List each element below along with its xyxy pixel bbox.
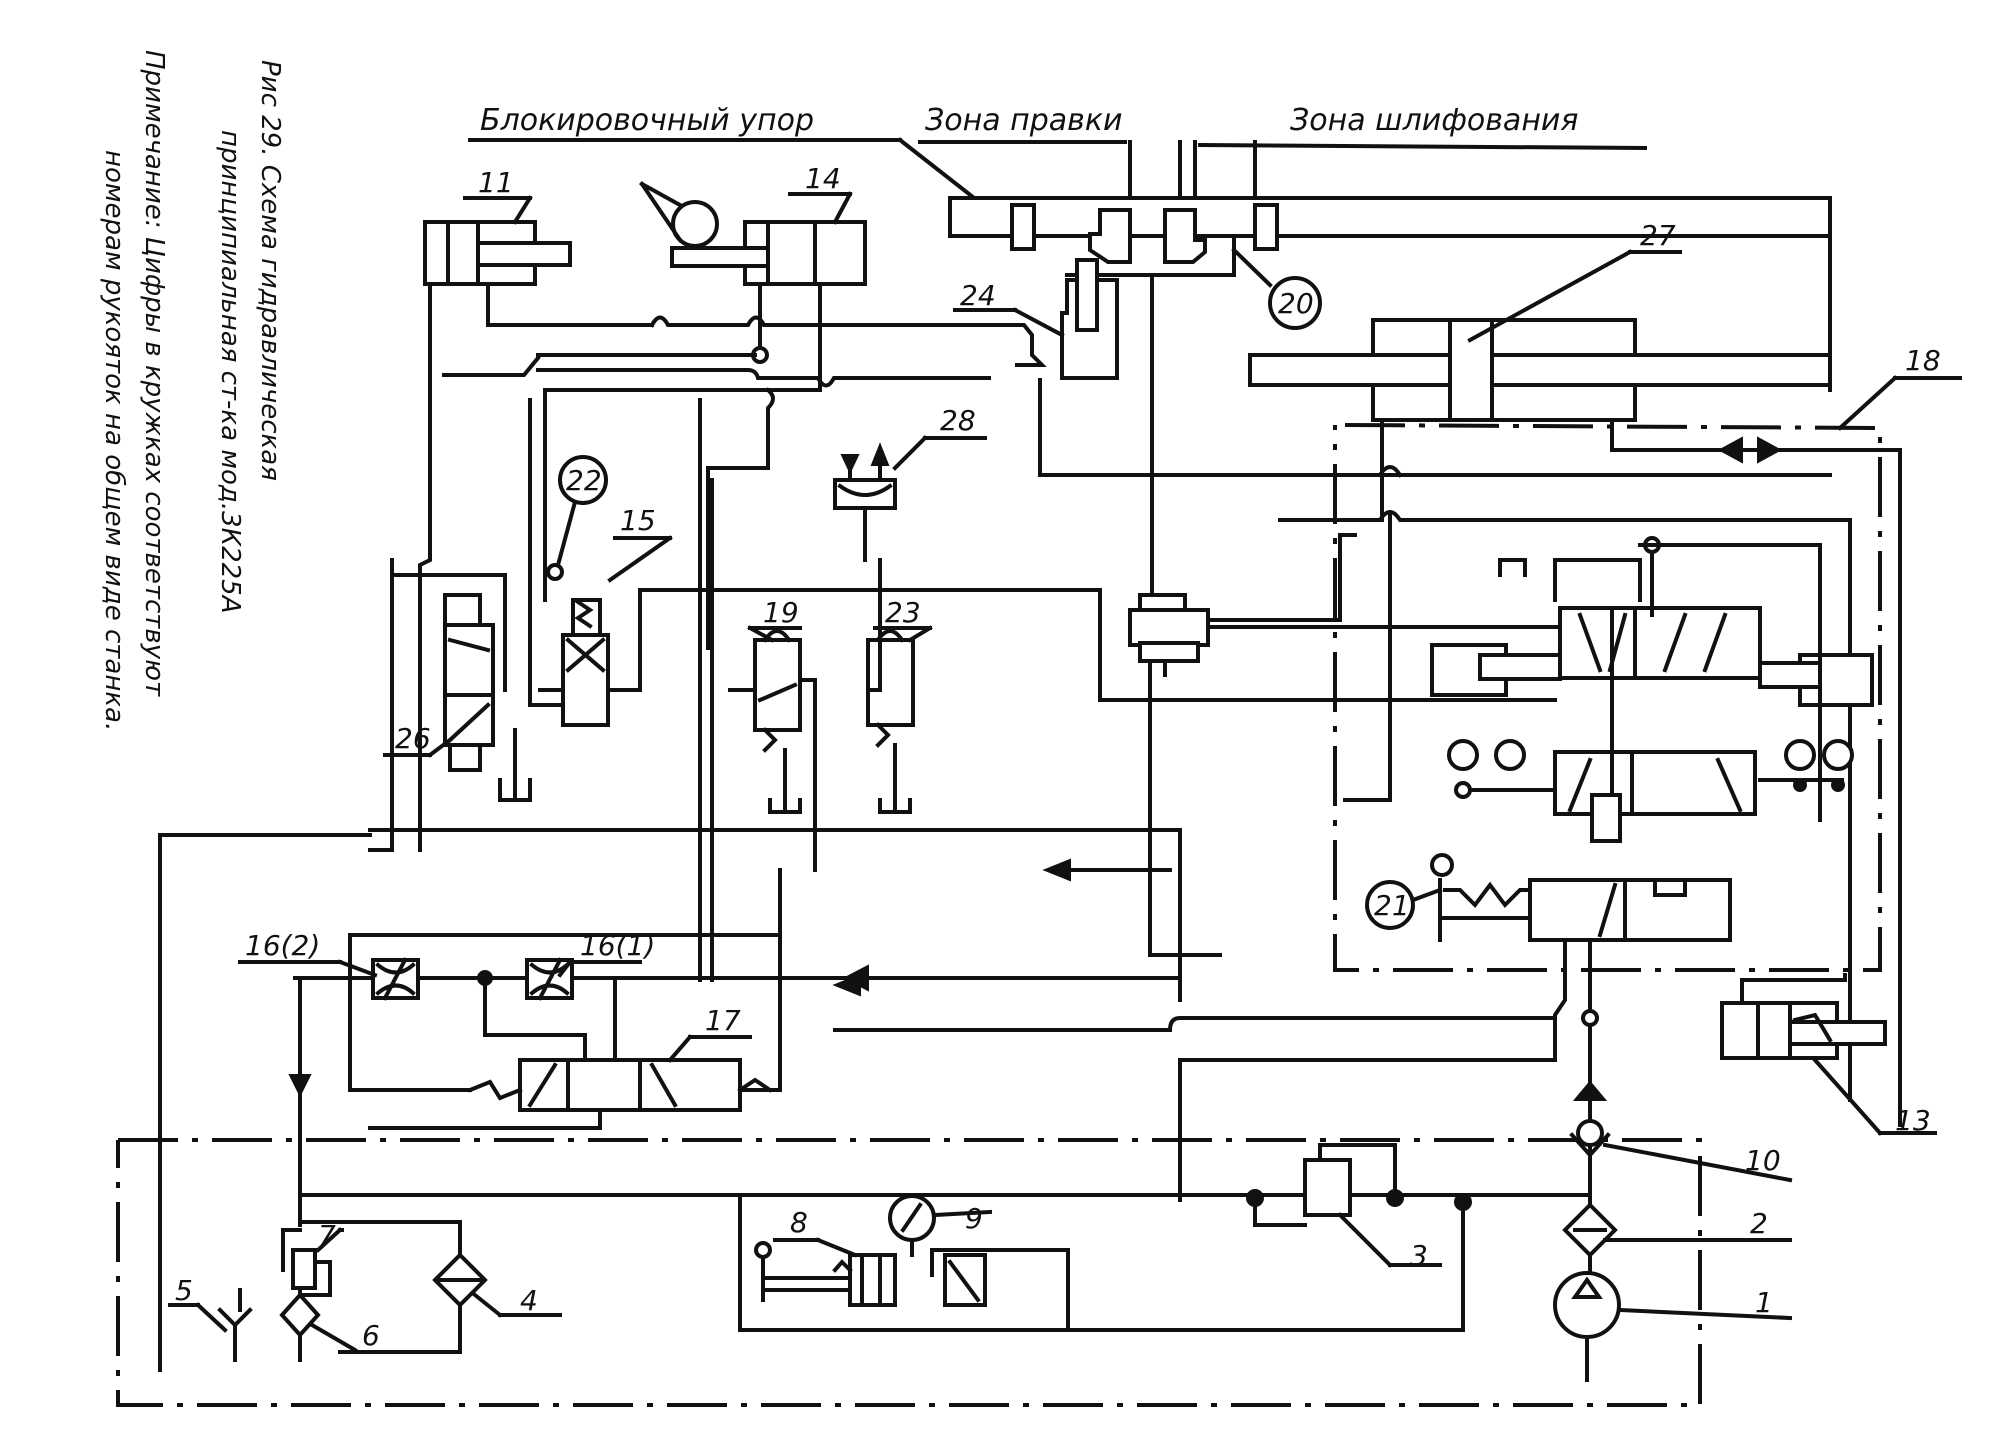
valve-21 xyxy=(1430,853,1732,942)
valve-5 xyxy=(217,1307,253,1328)
dressing-table-stops xyxy=(948,140,1832,392)
label-19: 19 xyxy=(763,596,799,629)
handle-21[interactable]: 21 xyxy=(1365,880,1443,930)
valve-15-knob[interactable] xyxy=(546,563,564,581)
zone-headers: Блокировочный упор Зона правки Зона шлиф… xyxy=(468,103,1648,233)
reversing-valve-lower xyxy=(1553,750,1757,816)
grinding-zone-label: Зона шлифования xyxy=(1290,103,1578,138)
pump-station: 3 10 2 1 xyxy=(158,833,1793,1382)
filter-6 xyxy=(279,1292,321,1338)
label-5: 5 xyxy=(175,1274,193,1307)
label-26: 26 xyxy=(395,722,431,755)
label-23: 23 xyxy=(885,596,921,629)
pressure-switch-28: 28 xyxy=(833,404,987,562)
cylinder-11: 11 xyxy=(423,166,572,286)
valve-17 xyxy=(518,1058,742,1112)
handle-20-number: 20 xyxy=(1278,287,1314,320)
label-6: 6 xyxy=(362,1319,380,1352)
dressing-zone-label: Зона правки xyxy=(925,103,1122,138)
caption-title-line2: принципиальная ст-ка мод.3К225А xyxy=(215,130,245,614)
cylinder-14: 14 xyxy=(639,162,867,286)
throttle-block-16-17: 16(2) 16(1) 17 xyxy=(238,868,1182,1130)
label-28: 28 xyxy=(940,404,976,437)
valve-26: 26 xyxy=(383,558,532,802)
label-1: 1 xyxy=(1755,1286,1773,1319)
valve-19: 19 xyxy=(728,596,817,872)
label-15: 15 xyxy=(620,504,656,537)
handle-22[interactable]: 22 xyxy=(555,455,608,568)
handle-21-number: 21 xyxy=(1374,889,1410,922)
label-9: 9 xyxy=(965,1202,983,1235)
main-lines xyxy=(368,828,1608,1202)
arrow-down-icon xyxy=(840,454,860,475)
label-3: 3 xyxy=(1410,1239,1428,1272)
relief-valve-3 xyxy=(1303,1158,1352,1217)
caption-title-line1: Рис 29. Схема гидравлическая xyxy=(255,60,285,481)
label-18: 18 xyxy=(1905,344,1941,377)
label-2: 2 xyxy=(1750,1207,1768,1240)
label-27: 27 xyxy=(1640,219,1676,252)
panel-boundary-18: 18 xyxy=(1333,344,1962,1127)
valve-23: 23 xyxy=(866,558,933,814)
pump-direction-icon xyxy=(1571,1276,1603,1299)
label-16-2: 16(2) xyxy=(245,929,320,962)
valve-7 xyxy=(291,1248,317,1290)
check-valve-10 xyxy=(1576,1119,1604,1147)
flow-arrow-left-icon xyxy=(1042,858,1071,882)
label-11: 11 xyxy=(478,166,514,199)
label-4: 4 xyxy=(520,1284,538,1317)
check-valve-right-2 xyxy=(1822,739,1854,771)
check-valve-left-1 xyxy=(1447,739,1479,771)
handle-22-number: 22 xyxy=(566,464,602,497)
left-pipes xyxy=(368,398,714,982)
valve-8 xyxy=(848,1253,897,1307)
flow-arrow-left-icon xyxy=(1717,436,1743,464)
reversing-valve-block xyxy=(1098,465,1874,1102)
label-16-1: 16(1) xyxy=(580,929,655,962)
reversing-valve-upper xyxy=(1558,606,1762,680)
caption-note-line1: Примечание: Цифры в кружках соответствую… xyxy=(139,50,169,697)
dog-stop-3 xyxy=(1163,208,1207,264)
cylinder-24: 24 xyxy=(953,258,1154,602)
cylinder-piping xyxy=(418,282,1832,852)
dog-stop-1 xyxy=(1010,203,1036,251)
caption-note-line2: номерам рукояток на общем виде станка. xyxy=(99,150,129,731)
gauge-valve-8-9: 8 9 xyxy=(738,1193,1077,1332)
dog-stop-4 xyxy=(1253,203,1279,251)
valve-15: 15 xyxy=(528,398,1557,727)
blocking-stop-label: Блокировочный упор xyxy=(480,103,814,138)
check-valve-left-2 xyxy=(1494,739,1526,771)
flow-arrow-down-icon xyxy=(288,1074,312,1098)
label-24: 24 xyxy=(960,279,996,312)
cylinder-13: 13 xyxy=(1720,973,1937,1137)
label-8: 8 xyxy=(790,1206,808,1239)
check-valve-right-1 xyxy=(1784,739,1816,771)
flow-arrow-right-icon xyxy=(1757,436,1783,464)
filters-4-6-valve-5-7: 7 6 4 5 xyxy=(168,1219,562,1362)
valve-21-handle-knob[interactable] xyxy=(1430,853,1454,877)
flow-arrow-up-icon xyxy=(1572,1080,1608,1101)
label-17: 17 xyxy=(705,1004,741,1037)
pilot-valve xyxy=(1128,593,1562,677)
valve-8-knob[interactable] xyxy=(754,1241,772,1259)
figure-caption: Рис 29. Схема гидравлическая принципиаль… xyxy=(99,50,285,731)
arrow-up-icon xyxy=(870,442,890,466)
dog-stop-2 xyxy=(1088,208,1132,264)
table-cylinder-27: 27 xyxy=(1248,219,1832,522)
tank-boundary xyxy=(116,1138,1702,1407)
label-14: 14 xyxy=(805,162,841,195)
handle-20[interactable]: 20 xyxy=(1268,276,1322,330)
